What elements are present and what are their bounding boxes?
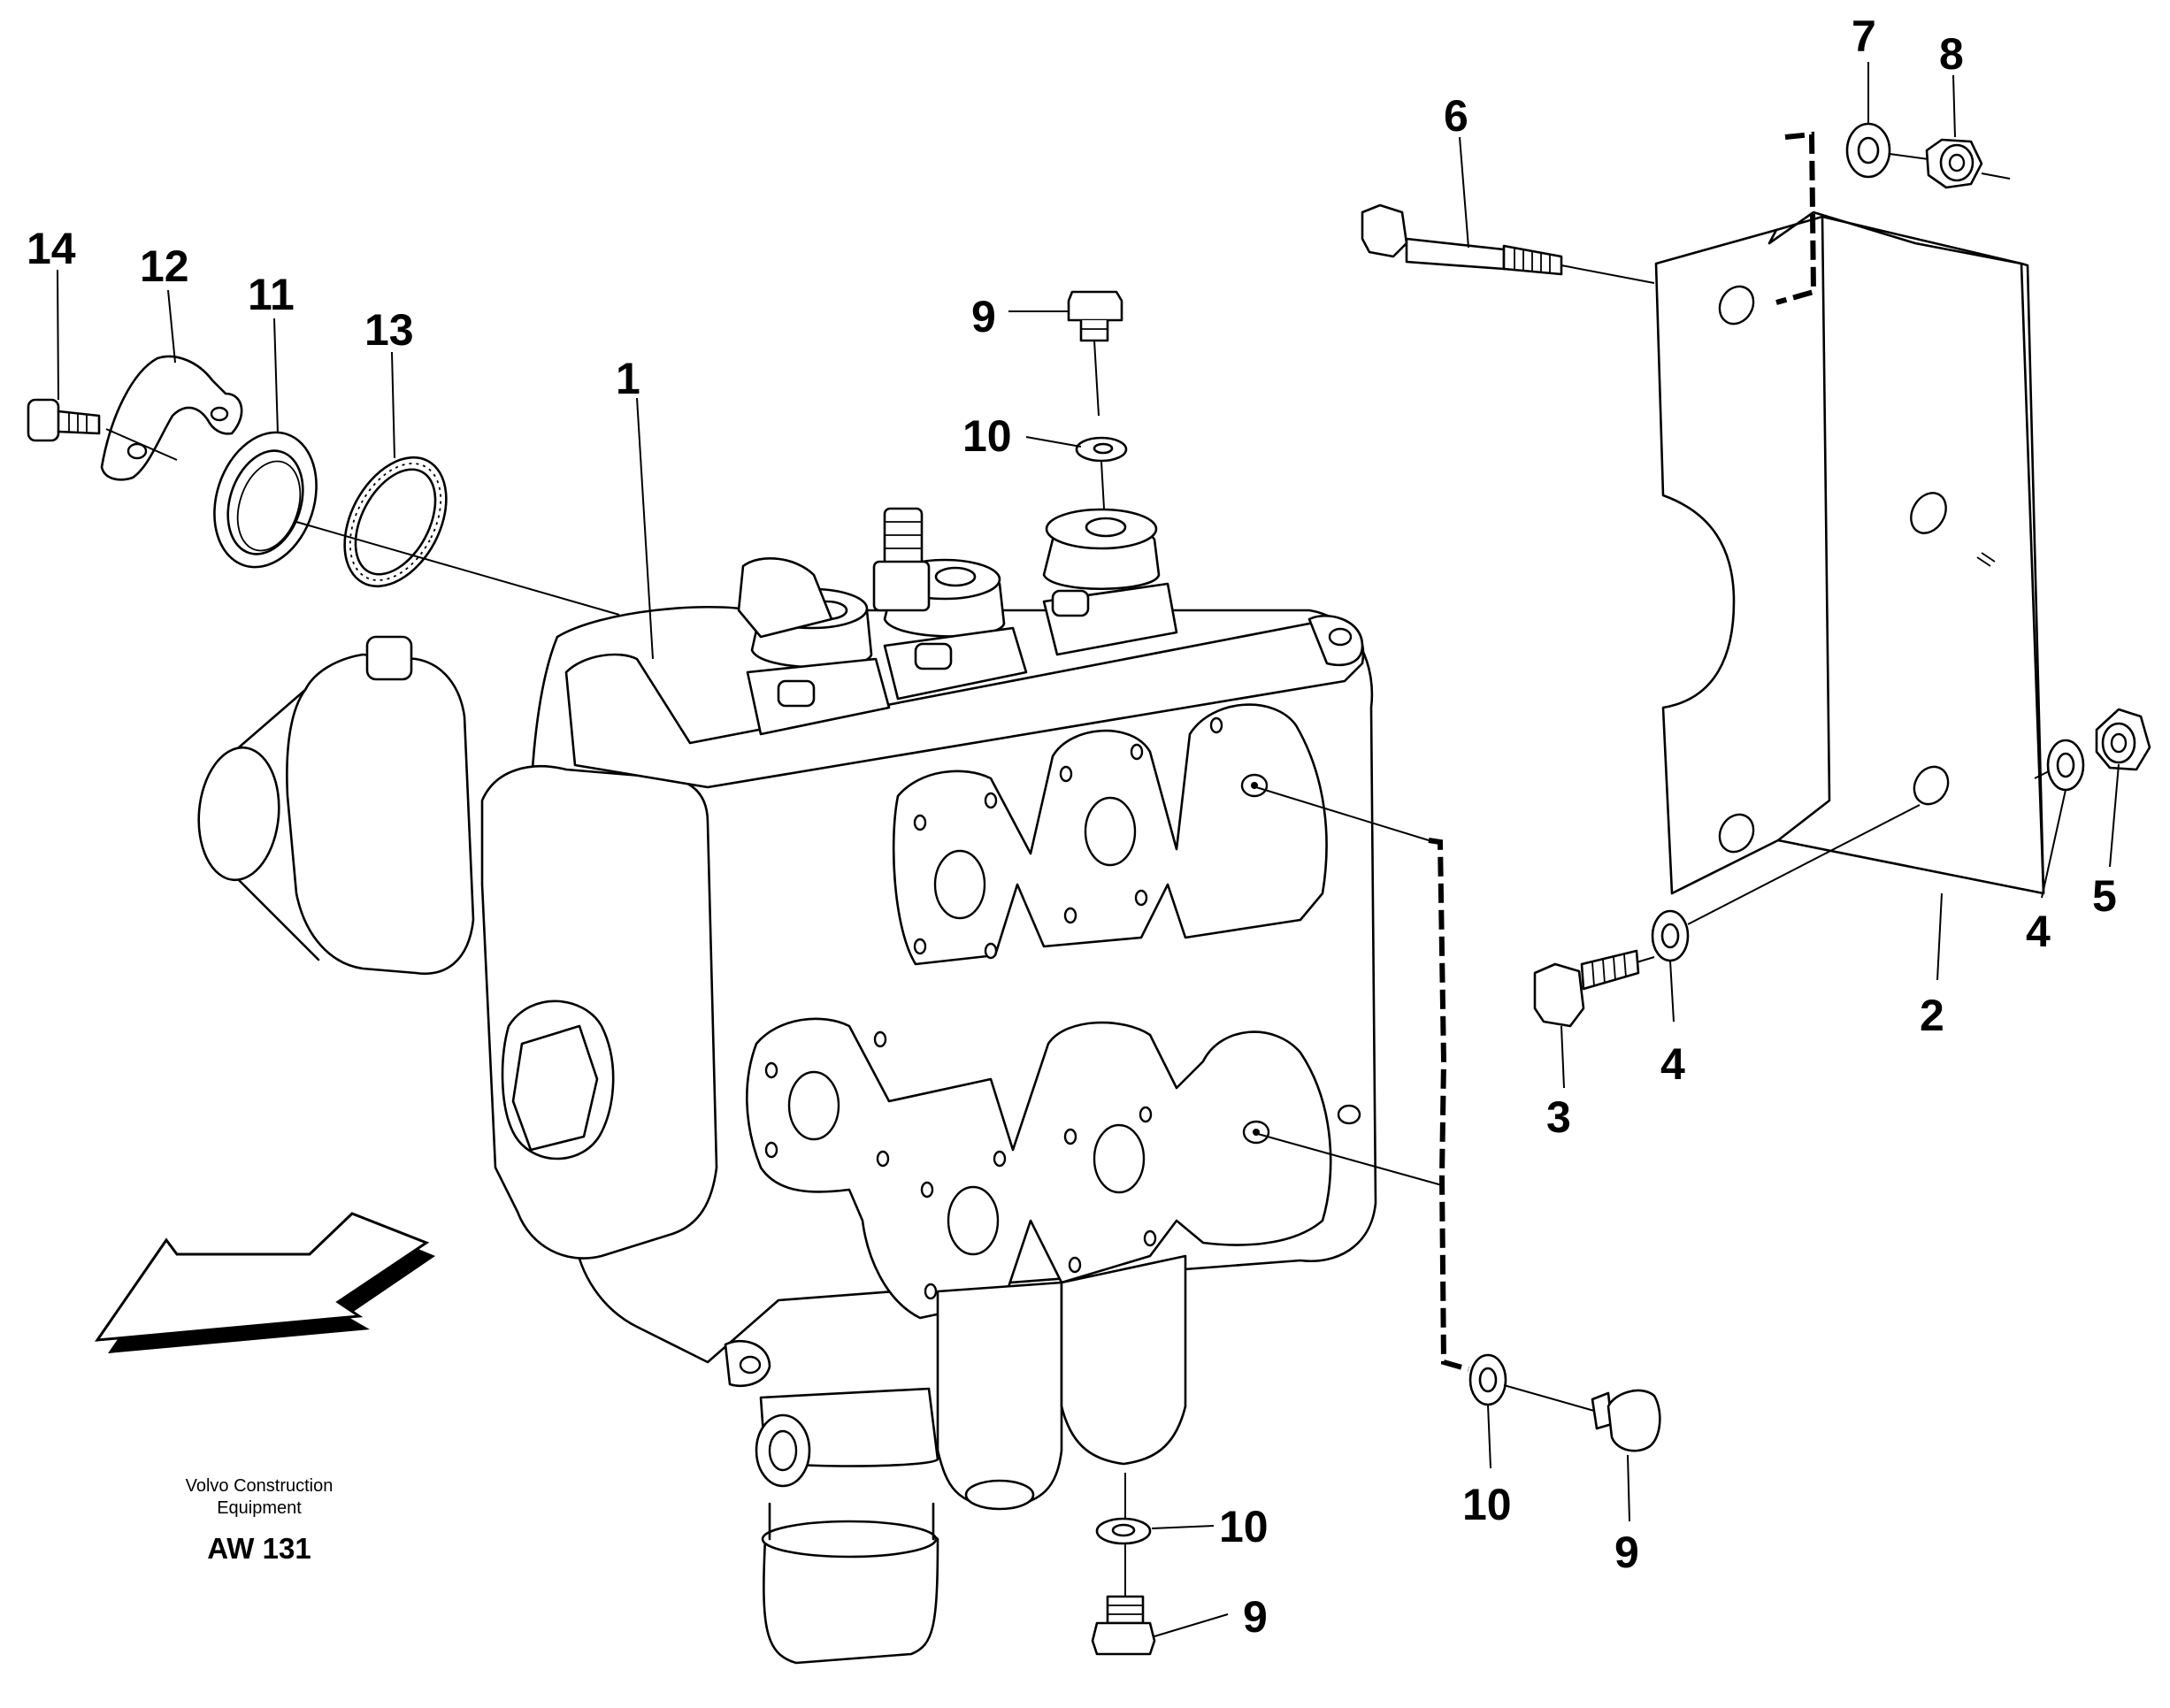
callout-9-top: 9 bbox=[971, 292, 996, 341]
callout-9-bottom: 9 bbox=[1243, 1592, 1268, 1642]
callout-11: 11 bbox=[248, 270, 295, 319]
part-9-screw-top bbox=[1067, 290, 1123, 342]
callout-4-right: 4 bbox=[2026, 907, 2051, 956]
upper-bolt-holes bbox=[913, 716, 1223, 960]
part-11-seal-ring bbox=[213, 431, 318, 569]
callout-8: 8 bbox=[1939, 29, 1964, 79]
spool-end-1 bbox=[755, 1387, 939, 1665]
callout-5: 5 bbox=[2092, 871, 2117, 921]
part-9-screw-right bbox=[1591, 1389, 1661, 1452]
part-3-bolt bbox=[1533, 949, 1640, 1028]
part-4-washer-right bbox=[2046, 739, 2085, 792]
callout-10-bottom: 10 bbox=[1219, 1502, 1269, 1551]
callout-1: 1 bbox=[616, 354, 640, 403]
callout-3: 3 bbox=[1546, 1092, 1571, 1142]
callout-9-right: 9 bbox=[1614, 1528, 1639, 1577]
callout-7: 7 bbox=[1852, 11, 1876, 61]
part-9-screw-bottom bbox=[1091, 1595, 1156, 1656]
callout-2: 2 bbox=[1920, 991, 1944, 1040]
part-5-nut bbox=[2095, 708, 2151, 771]
upper-section-plate bbox=[892, 703, 1328, 966]
part-10-washer-bottom bbox=[1095, 1517, 1152, 1545]
relief-valve-fitting bbox=[872, 507, 931, 612]
part-7-washer bbox=[1845, 122, 1891, 179]
part-12-clamp bbox=[100, 355, 243, 481]
part-10-washer-top bbox=[1075, 436, 1128, 463]
part-10-washer-right bbox=[1468, 1353, 1507, 1406]
callout-10-right: 10 bbox=[1462, 1480, 1512, 1529]
spool-end-2 bbox=[936, 1281, 1063, 1511]
spool-end-3 bbox=[1060, 1254, 1187, 1466]
callout-6: 6 bbox=[1444, 91, 1468, 141]
part-1-control-valve bbox=[197, 507, 1377, 1665]
part-6-bolt bbox=[1361, 203, 1563, 276]
callout-12: 12 bbox=[140, 241, 189, 291]
part-4-washer-lower bbox=[1651, 909, 1690, 962]
part-14-screw bbox=[27, 398, 101, 442]
figure-code: AW 131 bbox=[207, 1532, 311, 1565]
part-8-nut bbox=[1925, 138, 1983, 189]
callout-4-lower: 4 bbox=[1660, 1039, 1685, 1089]
callout-10-top: 10 bbox=[962, 411, 1012, 461]
top-cap-3 bbox=[1042, 508, 1178, 656]
part-13-gasket bbox=[343, 456, 448, 588]
direction-arrow bbox=[94, 1212, 435, 1353]
part-2-mounting-bracket bbox=[1654, 211, 2045, 895]
callout-13: 13 bbox=[364, 305, 414, 355]
caption-line-1: Volvo Construction bbox=[186, 1476, 334, 1496]
callout-14: 14 bbox=[27, 224, 76, 273]
caption-line-2: Equipment bbox=[217, 1498, 302, 1518]
